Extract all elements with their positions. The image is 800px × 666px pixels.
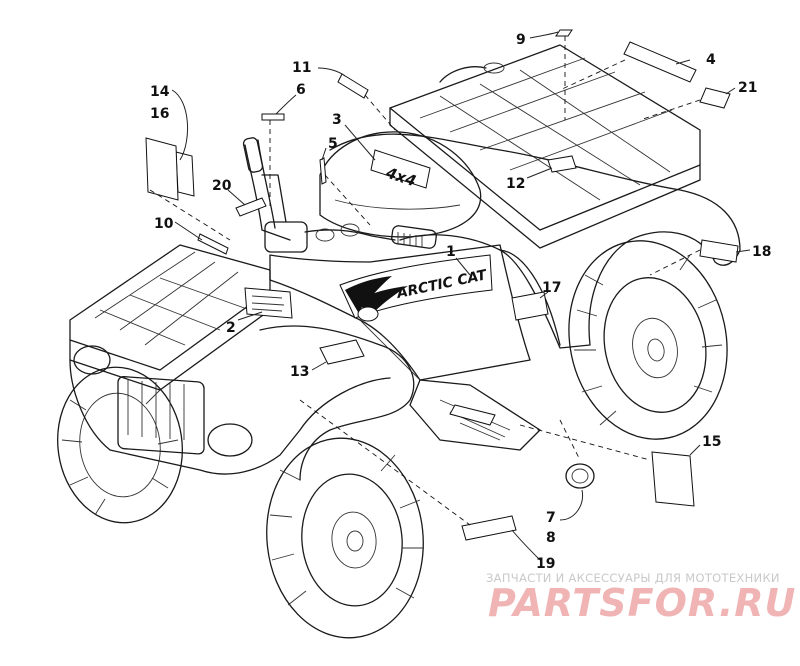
decal-7-8-cap bbox=[565, 463, 595, 489]
rear-fender bbox=[329, 133, 741, 349]
callout-15: 15 bbox=[702, 434, 721, 450]
front-right-wheel bbox=[266, 437, 424, 639]
decal-15 bbox=[651, 451, 695, 507]
callout-10: 10 bbox=[154, 216, 174, 232]
decal-5 bbox=[319, 157, 327, 185]
callout-8: 8 bbox=[546, 530, 556, 546]
callout-21: 21 bbox=[738, 80, 757, 96]
decal-14 bbox=[175, 151, 195, 197]
decal-3-4x4: 4x4 bbox=[370, 149, 431, 190]
watermark-tagline: ЗАПЧАСТИ И АКСЕССУАРЫ ДЛЯ МОТОТЕХНИКИ bbox=[486, 571, 780, 585]
handlebars bbox=[242, 137, 437, 253]
decal-20 bbox=[235, 197, 267, 217]
callout-5: 5 bbox=[328, 136, 338, 152]
callout-1: 1 bbox=[446, 244, 456, 260]
front-left-wheel bbox=[57, 366, 183, 524]
decal-9 bbox=[555, 29, 573, 37]
decal-21 bbox=[699, 87, 731, 109]
callout-numbers: 1 2 3 4 5 6 7 8 9 10 11 12 13 14 15 16 1… bbox=[150, 32, 771, 572]
decal-1-arctic-cat-side: ARCTIC CAT bbox=[339, 254, 493, 322]
placement-lines bbox=[149, 36, 701, 526]
decal-2-model-badge bbox=[244, 287, 293, 319]
callout-12: 12 bbox=[506, 176, 525, 192]
watermark: ЗАПЧАСТИ И АКСЕССУАРЫ ДЛЯ МОТОТЕХНИКИ PA… bbox=[486, 571, 796, 625]
callout-17: 17 bbox=[542, 280, 561, 296]
decal-13 bbox=[319, 339, 365, 365]
front-fascia bbox=[69, 325, 415, 481]
watermark-logo: PARTSFOR.RU bbox=[488, 581, 796, 625]
callout-16: 16 bbox=[150, 106, 169, 122]
decal-18 bbox=[699, 239, 739, 263]
decal-6 bbox=[261, 113, 285, 121]
callout-13: 13 bbox=[290, 364, 309, 380]
decal-19 bbox=[461, 515, 517, 541]
fuel-tank-seat bbox=[319, 131, 482, 238]
decal-16 bbox=[145, 137, 179, 201]
callout-6: 6 bbox=[296, 82, 306, 98]
callout-2: 2 bbox=[226, 320, 236, 336]
callout-14: 14 bbox=[150, 84, 170, 100]
rear-right-wheel bbox=[568, 240, 728, 440]
callout-4: 4 bbox=[706, 52, 716, 68]
callout-3: 3 bbox=[332, 112, 342, 128]
decal-11 bbox=[337, 73, 369, 99]
callout-7: 7 bbox=[546, 510, 556, 526]
decal-12 bbox=[547, 155, 577, 173]
decal-4 bbox=[623, 41, 697, 83]
leader-lines bbox=[171, 31, 751, 561]
callout-18: 18 bbox=[752, 244, 771, 260]
callout-11: 11 bbox=[292, 60, 311, 76]
decal-17 bbox=[511, 291, 549, 321]
side-body-panel bbox=[269, 244, 531, 381]
front-cargo-rack bbox=[69, 244, 271, 391]
callout-19: 19 bbox=[536, 556, 555, 572]
rear-cargo-rack bbox=[389, 44, 701, 249]
callout-9: 9 bbox=[516, 32, 526, 48]
footrest bbox=[409, 379, 541, 451]
callout-20: 20 bbox=[212, 178, 232, 194]
